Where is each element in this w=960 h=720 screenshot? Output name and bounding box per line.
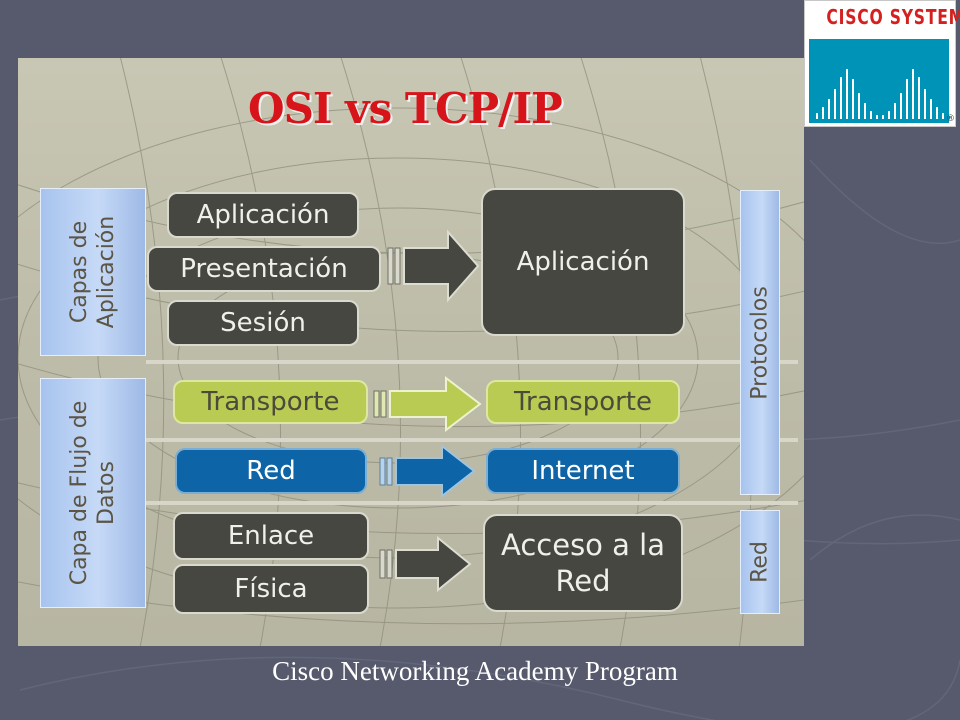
osi-physical-layer: Física	[173, 564, 369, 614]
osi-application-layer: Aplicación	[167, 192, 359, 238]
dataflow-layers-line-1: Capa de Flujo de	[67, 400, 92, 586]
tcpip-transport-layer: Transporte	[486, 380, 680, 424]
osi-transport-layer: Transporte	[173, 380, 368, 424]
tcpip-internet-layer: Internet	[486, 448, 680, 494]
osi-presentation-layer: Presentación	[147, 246, 381, 292]
protocols-text: Protocolos	[747, 285, 773, 400]
separator-line-3	[146, 501, 798, 505]
arrow-network-access	[379, 535, 472, 593]
protocols-label: Protocolos	[740, 190, 780, 495]
network-label: Red	[740, 510, 780, 614]
application-layers-line-1: Capas de	[67, 220, 92, 324]
logo-bridge-graphic	[809, 39, 949, 123]
bridge-icon	[816, 69, 944, 119]
dataflow-layers-line-2: Datos	[94, 461, 119, 525]
osi-session-layer: Sesión	[167, 300, 359, 346]
cisco-systems-logo: CISCO SYSTEMS ®	[804, 0, 960, 127]
slide-panel: OSI vs TCP/IP Capas de Aplicación Capa d…	[18, 58, 804, 646]
application-layers-line-2: Aplicación	[94, 215, 119, 329]
logo-wordmark: CISCO SYSTEMS	[826, 5, 960, 29]
tcpip-network-access-layer: Acceso a la Red	[483, 514, 683, 612]
network-text: Red	[747, 541, 773, 583]
separator-line-1	[146, 360, 798, 364]
osi-datalink-layer: Enlace	[173, 512, 369, 560]
application-layers-label: Capas de Aplicación	[40, 188, 146, 356]
footer-caption: Cisco Networking Academy Program	[272, 656, 678, 686]
arrow-internet	[379, 443, 476, 499]
arrow-application	[387, 229, 480, 303]
slide-title: OSI vs TCP/IP	[248, 84, 563, 133]
separator-line-2	[146, 438, 798, 442]
tcpip-application-layer: Aplicación	[481, 188, 685, 336]
osi-network-layer: Red	[175, 448, 367, 494]
dataflow-layers-label: Capa de Flujo de Datos	[40, 378, 146, 608]
arrow-transport	[373, 375, 482, 433]
network-access-text: Acceso a la Red	[501, 528, 665, 598]
slide-graphics	[18, 58, 804, 646]
registered-mark: ®	[946, 114, 955, 124]
